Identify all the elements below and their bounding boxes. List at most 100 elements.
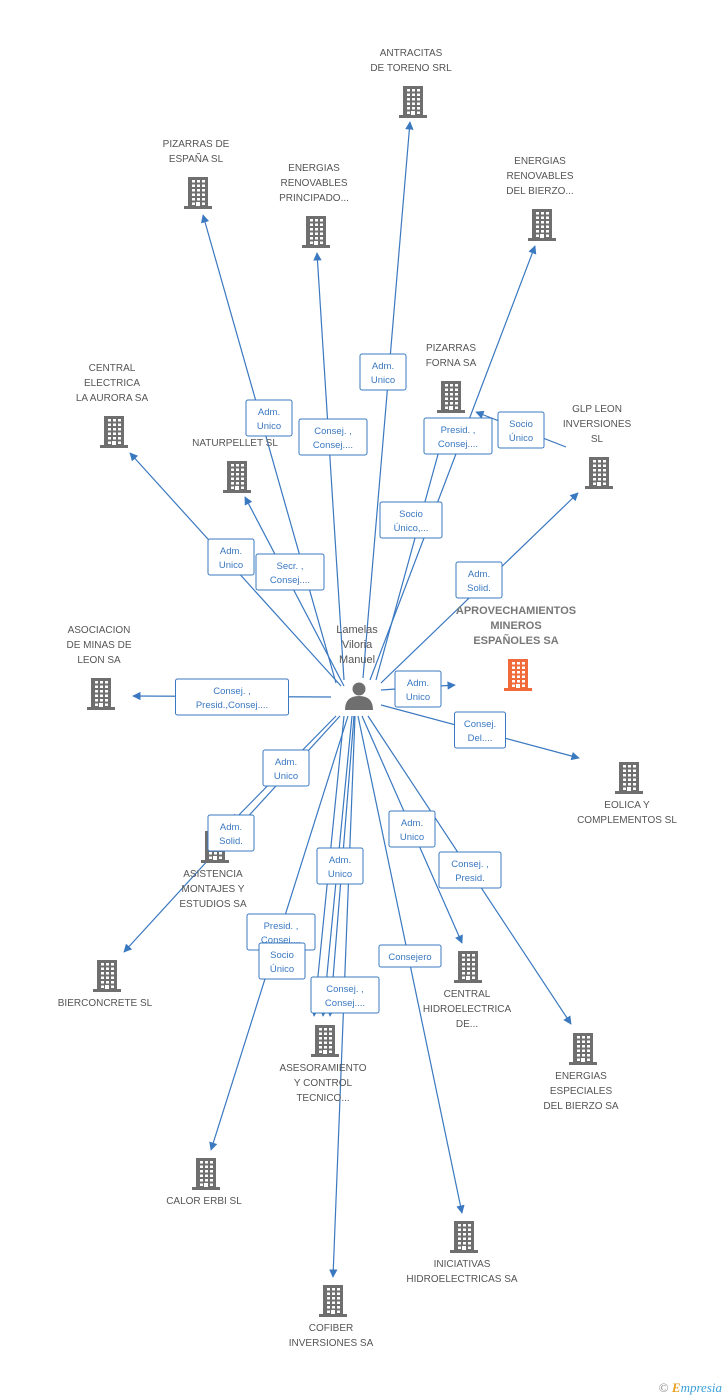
relation-label-text: Unico [274,771,298,782]
node-label-line: GLP LEON [572,404,622,415]
relation-label-energias_principado[interactable]: Consej. , Consej.... [298,418,368,456]
relation-label-focus[interactable]: Adm.Unico [394,670,442,708]
relation-label-text: Consej.... [438,439,478,450]
relation-label-box [497,411,545,449]
building-icon [450,1221,478,1253]
company-node-central_hidro[interactable]: CENTRALHIDROELECTRICADE... [423,951,512,1030]
company-node-energias_principado[interactable]: ENERGIASRENOVABLESPRINCIPADO... [279,163,349,248]
building-icon [437,381,465,413]
node-label-line: SL [591,434,604,445]
relation-label-text: Único [270,964,294,975]
relation-label-text: Único [509,433,533,444]
node-label-line: ASESORAMIENTO [279,1063,366,1074]
building-icon [504,659,532,691]
node-label-line: FORNA SA [426,358,477,369]
building-icon [528,209,556,241]
relation-label-central_aurora[interactable]: Adm.Unico [207,538,255,576]
relation-label-text: Consej.... [261,935,301,946]
building-icon [319,1285,347,1317]
node-label-line: RENOVABLES [506,171,573,182]
relation-label-pizarras_forna[interactable]: Presid. ,Consej.... [423,417,493,455]
node-label-line: CENTRAL [444,989,491,1000]
relation-label-text: Presid. [455,873,485,884]
building-icon [302,216,330,248]
relation-label-text: Consej. [464,719,496,730]
node-label-line: CENTRAL [89,363,136,374]
copyright-symbol: © [658,1380,669,1395]
relation-label-glp_leon[interactable]: Adm.Solid. [455,561,503,599]
relation-label-iniciativas[interactable]: Consejero [378,944,442,968]
building-icon [100,416,128,448]
company-node-glp_leon[interactable]: GLP LEON INVERSIONES SL [563,404,632,489]
node-label-line: Y CONTROL [294,1078,353,1089]
relation-label-box [262,749,310,787]
relation-edge-antracitas [362,121,414,679]
relation-label-energias_especiales[interactable]: Consej. ,Presid. [438,851,502,889]
relation-label-text: Presid.,Consej.... [196,700,268,711]
relation-edge-energias_bierzo [369,245,537,681]
relation-label-text: Adm. [468,569,490,580]
node-label-line: NATURPELLET SL [192,438,278,449]
relation-label-text: Adm. [401,818,423,829]
relation-label-box [316,847,364,885]
node-label-line: LA AURORA SA [76,393,149,404]
node-label-line: ESPAÑA SL [169,152,224,165]
node-label-line: INICIATIVAS [434,1259,491,1270]
node-label-line: PIZARRAS [426,343,476,354]
relation-label-bierconcrete[interactable]: Adm.Solid. [207,814,255,852]
relation-label-text: Secr. , [277,561,304,572]
relation-label-asesoramiento[interactable]: Adm.Unico [316,847,364,885]
relation-label-pizarras_espana[interactable]: Adm.Unico [245,399,293,437]
node-label-line: Viloria [342,639,373,651]
relation-label-text: Consej.... [313,440,353,451]
relation-label-text: Adm. [329,855,351,866]
relation-label-box [207,814,255,852]
node-label-line: ENERGIAS [514,156,566,167]
node-label-line: INVERSIONES [563,419,632,430]
brand-logo-initial: E [671,1380,681,1395]
node-label-line: ESTUDIOS SA [179,899,247,910]
building-icon [454,951,482,983]
relation-label-asesoramiento[interactable]: Consej. ,Consej.... [310,976,380,1014]
company-node-bierconcrete[interactable]: BIERCONCRETE SL [58,960,153,1009]
relation-label-eolica[interactable]: Consej.Del.... [454,711,506,749]
relation-label-text: Unico [257,421,281,432]
relation-label-text: Consej. , [314,426,352,437]
relation-label-asociacion[interactable]: Consej. ,Presid.,Consej.... [175,678,289,716]
relation-label-central_hidro[interactable]: Adm.Unico [388,810,436,848]
company-node-calor_erbi[interactable]: CALOR ERBI SL [166,1158,242,1207]
relation-label-box [298,418,368,456]
company-node-pizarras_forna[interactable]: PIZARRAS FORNA SA [426,343,477,413]
relation-label-energias_bierzo[interactable]: SocioÚnico,... [379,501,443,539]
building-icon [93,960,121,992]
relation-label-antracitas[interactable]: Adm.Unico [359,353,407,391]
relation-edge-pizarras_forna [375,417,451,681]
node-label-line: DEL BIERZO SA [543,1101,619,1112]
relation-label-naturpellet[interactable]: Secr. ,Consej.... [255,553,325,591]
relation-label-box [454,711,506,749]
node-label-line: ANTRACITAS [380,48,443,59]
company-node-naturpellet[interactable]: NATURPELLET SL [192,438,278,493]
node-label-line: LEON SA [77,655,121,666]
relation-label-text: Unico [406,692,430,703]
node-label-line: HIDROELECTRICA [423,1004,512,1015]
relation-label-text: Solid. [219,836,243,847]
node-label-line: COFIBER [309,1323,353,1334]
relation-label-asistencia[interactable]: Adm.Unico [262,749,310,787]
